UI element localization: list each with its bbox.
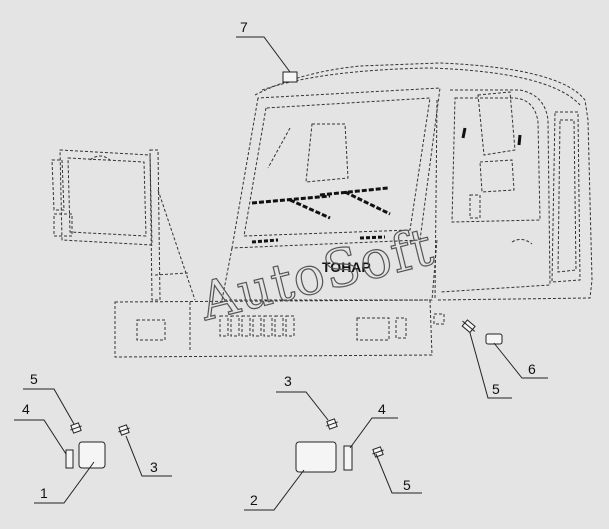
side-marker-assembly (433, 313, 503, 345)
callout-3-right-label: 3 (284, 373, 292, 389)
callout-7-label: 7 (240, 19, 248, 35)
callout-4-right-label: 4 (378, 401, 386, 417)
cab-outline (51, 62, 593, 358)
left-lamp-housing (78, 441, 106, 469)
side-marker-part (485, 333, 503, 345)
right-lamp-housing (295, 441, 337, 473)
callout-5-right: 5 (375, 453, 422, 494)
callout-5-left-label: 5 (30, 371, 38, 387)
right-lamp-assembly (295, 418, 384, 473)
watermark: AutoSoft (193, 217, 440, 333)
left-lens-part (65, 449, 74, 469)
side-bulb-part (461, 319, 476, 334)
callout-5-left: 5 (23, 371, 75, 425)
right-bulb-part (326, 418, 338, 430)
callout-5-side: 5 (469, 332, 512, 399)
callout-4-left-label: 4 (22, 401, 30, 417)
roof-lamp-part (282, 71, 298, 83)
callout-1: 1 (34, 461, 95, 504)
left-lamp-assembly (65, 422, 130, 469)
callout-6: 6 (493, 342, 548, 379)
left-bulb-part (70, 422, 82, 434)
callout-2-label: 2 (250, 492, 258, 508)
callout-3-left-label: 3 (150, 459, 158, 475)
callout-5-side-label: 5 (492, 381, 500, 397)
callout-7: 7 (236, 19, 291, 73)
callout-2: 2 (244, 469, 305, 511)
callout-5-right-label: 5 (403, 477, 411, 493)
brand-label: TOHAP (322, 259, 371, 275)
callout-3-left: 3 (125, 435, 172, 477)
right-lens-part (343, 445, 353, 471)
wipers (251, 186, 391, 244)
callout-4-right: 4 (349, 401, 398, 449)
callout-6-label: 6 (528, 361, 536, 377)
left-bulb-2-part (118, 424, 130, 436)
callout-3-right: 3 (276, 373, 329, 421)
right-bulb-2-part (372, 446, 384, 458)
callout-4-left: 4 (14, 401, 67, 455)
callout-1-label: 1 (40, 485, 48, 501)
